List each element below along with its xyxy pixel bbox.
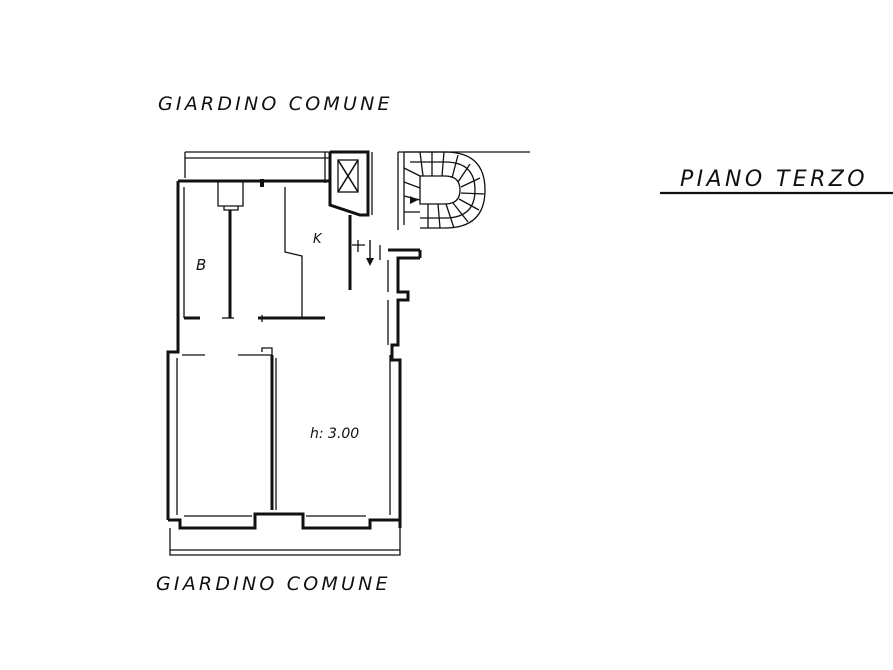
lift-shaft-icon: [324, 150, 373, 217]
ceiling-height-label: h: 3.00: [310, 426, 359, 442]
down-arrow-icon: [366, 240, 374, 266]
floor-title: PIANO TERZO: [680, 167, 868, 192]
room-label-b: B: [196, 256, 206, 274]
outer-walls: [166, 151, 422, 556]
garden-label-top: GIARDINO COMUNE: [158, 93, 393, 115]
spiral-staircase-icon: [397, 151, 530, 230]
room-label-k: K: [313, 232, 323, 247]
garden-label-bottom: GIARDINO COMUNE: [156, 573, 391, 595]
interior-walls: [182, 181, 381, 510]
